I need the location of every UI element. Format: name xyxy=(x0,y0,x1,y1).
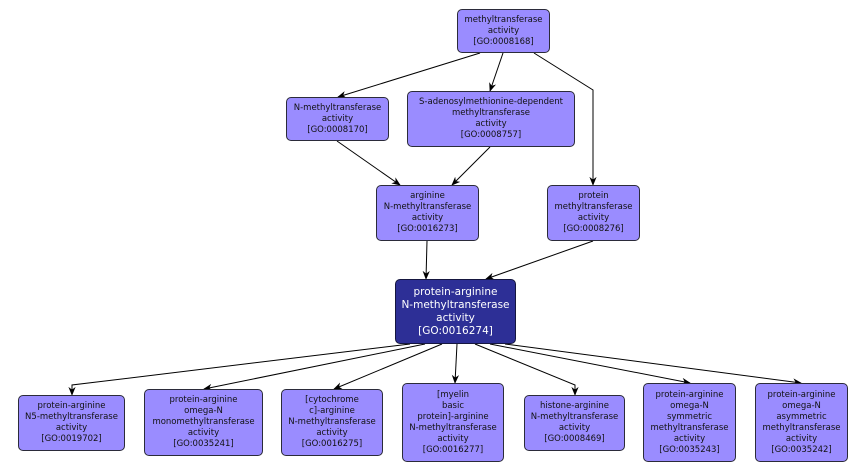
go-node-label-line: omega-N xyxy=(782,400,821,411)
go-node-id: [GO:0008170] xyxy=(307,124,368,135)
go-node-label-line: activity xyxy=(187,428,220,438)
go-node-id: [GO:0019702] xyxy=(41,434,102,444)
go-node-id: [GO:0016275] xyxy=(301,439,363,449)
go-node-label-line: protein xyxy=(578,191,609,201)
edge-GO0008757-to-GO0016273 xyxy=(451,146,491,186)
go-node-id: [GO:0016274] xyxy=(418,324,493,337)
go-node-label-line: activity xyxy=(436,311,475,324)
go-node-id: [GO:0035242] xyxy=(771,444,832,455)
go-node-label-line: activity xyxy=(673,433,706,444)
go-node-label-line: N-methyltransferase xyxy=(401,298,510,311)
go-node-label-line: activity xyxy=(321,113,354,124)
go-node-label-line: arginine xyxy=(410,191,445,201)
go-node-label-line: methyltransferase xyxy=(762,422,841,433)
go-node-label-line: [cytochrome xyxy=(305,395,359,405)
go-node-label-line: activity xyxy=(55,423,88,433)
edge-GO0016274-to-GO0016277 xyxy=(451,343,460,384)
go-node-id: [GO:0016277] xyxy=(422,444,484,455)
edge-GO0008276-to-GO0016274 xyxy=(485,240,594,280)
go-node-label-line: [myelin xyxy=(437,389,469,400)
go-node-label-line: protein-arginine xyxy=(37,401,106,411)
go-node-label-line: activity xyxy=(558,423,591,433)
go-node-label-line: protein-arginine xyxy=(413,285,498,298)
go-node-id: [GO:0008168] xyxy=(473,36,534,47)
go-node-label-line: activity xyxy=(411,213,444,223)
go-node-label-line: symmetric xyxy=(666,411,713,422)
go-node-id: [GO:0016273] xyxy=(397,224,458,234)
go-node-id: [GO:0008276] xyxy=(563,224,624,234)
edge-GO0016273-to-GO0016274 xyxy=(422,240,430,280)
edge-GO0016274-to-GO0035241 xyxy=(203,343,426,391)
edge-GO0008168-to-GO0008170 xyxy=(337,52,481,99)
go-node-label-line: activity xyxy=(475,119,507,129)
go-node-id: [GO:0008757] xyxy=(460,130,522,140)
edge-GO0008168-to-GO0008757 xyxy=(489,52,504,92)
go-node-label-line: N-methyltransferase xyxy=(383,202,472,212)
go-node-label-line: protein-arginine xyxy=(655,389,724,400)
go-node-label-line: methyltransferase xyxy=(554,202,633,212)
go-node-label-line: methyltransferase xyxy=(451,108,531,118)
go-node-label-line: histone-arginine xyxy=(539,401,610,411)
go-node-label-line: activity xyxy=(316,428,348,438)
go-node-label-line: N-methyltransferase xyxy=(293,102,382,113)
go-node-label-line: N-methyltransferase xyxy=(409,422,497,433)
go-node-label-line: omega-N xyxy=(670,400,709,411)
edge-GO0008168-to-GO0008276 xyxy=(533,52,597,186)
go-node-label-line: c]-arginine xyxy=(309,406,355,416)
go-node-label-line: methyltransferase xyxy=(464,14,543,25)
go-node-label-line: protein]-arginine xyxy=(417,411,489,422)
edge-GO0016274-to-GO0008469 xyxy=(474,343,579,396)
go-node-id: [GO:0008469] xyxy=(544,434,605,444)
edge-GO0008170-to-GO0016273 xyxy=(336,140,401,186)
go-node-label-line: omega-N xyxy=(184,406,223,416)
go-node-label-line: monomethyltransferase xyxy=(152,417,255,427)
go-node-label-line: activity xyxy=(785,433,818,444)
go-node-label-line: activity xyxy=(577,213,610,223)
go-node-label-line: protein-arginine xyxy=(169,395,238,405)
go-node-label-line: activity xyxy=(437,433,469,444)
go-node-label-line: S-adenosylmethionine-dependent xyxy=(419,97,563,107)
go-node-label-line: methyltransferase xyxy=(650,422,729,433)
edge-GO0016274-to-GO0016275 xyxy=(333,343,443,390)
go-node-label-line: activity xyxy=(487,25,520,36)
go-node-label-line: N-methyltransferase xyxy=(530,412,619,422)
go-node-label-line: asymmetric xyxy=(776,411,827,422)
edge-GO0016274-to-GO0035243 xyxy=(489,343,691,385)
go-node-label-line: N5-methyltransferase xyxy=(25,412,118,422)
go-node-id: [GO:0035241] xyxy=(173,439,234,449)
go-node-id: [GO:0035243] xyxy=(659,444,720,455)
edge-GO0016274-to-GO0019702 xyxy=(68,343,411,396)
edge-GO0016274-to-GO0035242 xyxy=(504,343,802,386)
go-node-label-line: protein-arginine xyxy=(767,389,836,400)
go-node-label-line: N-methyltransferase xyxy=(288,417,376,427)
go-node-label-line: basic xyxy=(441,400,465,411)
